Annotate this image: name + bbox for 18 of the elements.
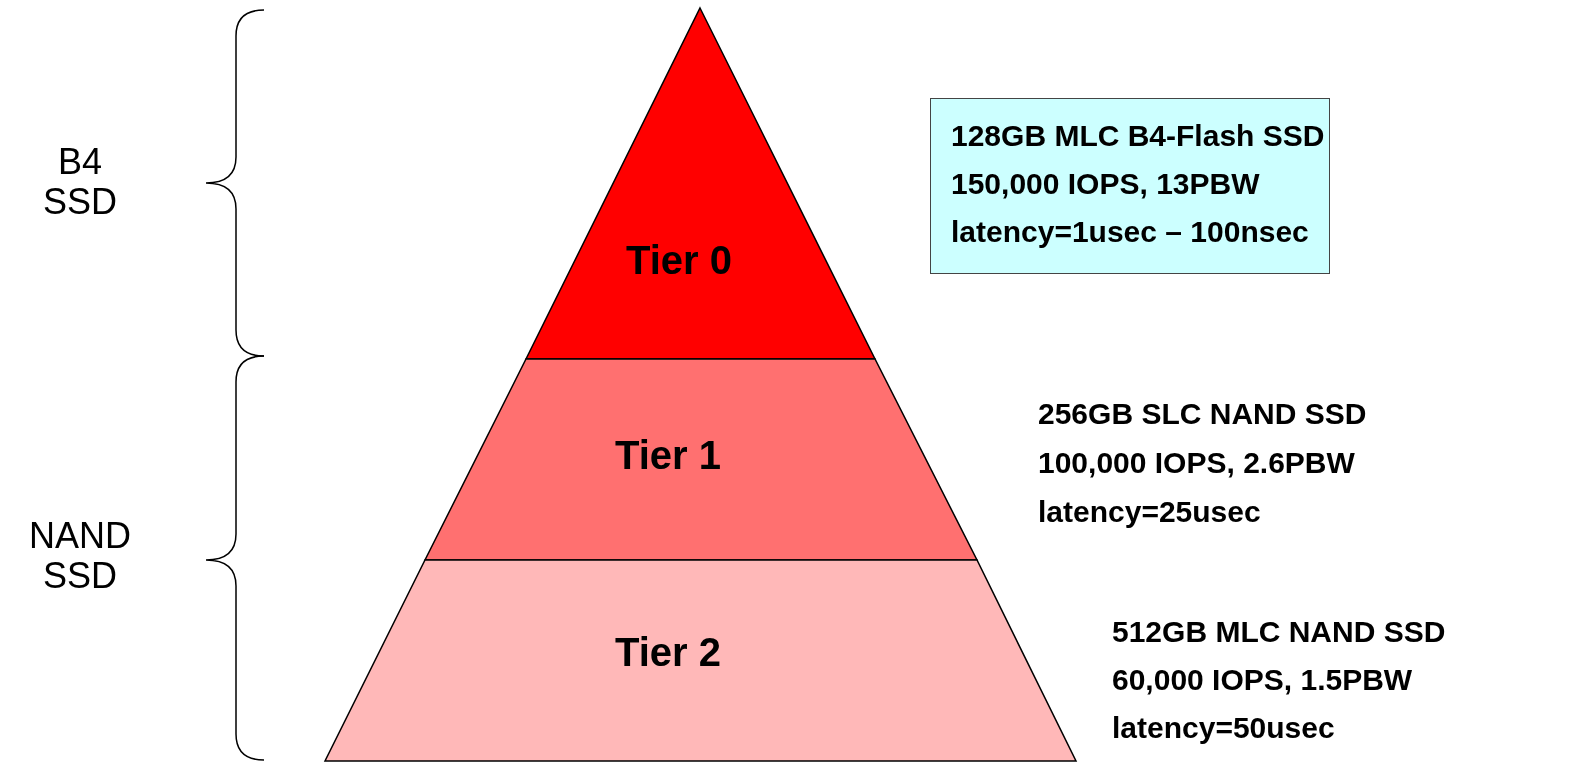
spec-text: 128GB MLC B4-Flash SSD: [951, 118, 1325, 154]
tier-label: Tier 2: [615, 630, 721, 675]
tier-label: Tier 0: [626, 238, 732, 283]
spec-box: [930, 98, 1330, 274]
spec-text: latency=1usec – 100nsec: [951, 214, 1309, 250]
spec-text: 100,000 IOPS, 2.6PBW: [1038, 445, 1355, 481]
bracket-label: B4 SSD: [42, 142, 118, 222]
pyramid-tier: [325, 560, 1076, 761]
pyramid-tier: [526, 8, 875, 359]
spec-text: 512GB MLC NAND SSD: [1112, 614, 1446, 650]
pyramid-tier: [425, 359, 977, 560]
spec-text: 150,000 IOPS, 13PBW: [951, 166, 1260, 202]
spec-text: 256GB SLC NAND SSD: [1038, 396, 1367, 432]
spec-text: latency=50usec: [1112, 710, 1335, 746]
spec-text: 60,000 IOPS, 1.5PBW: [1112, 662, 1413, 698]
spec-text: latency=25usec: [1038, 494, 1261, 530]
bracket-label: NAND SSD: [28, 516, 132, 596]
tier-label: Tier 1: [615, 433, 721, 478]
